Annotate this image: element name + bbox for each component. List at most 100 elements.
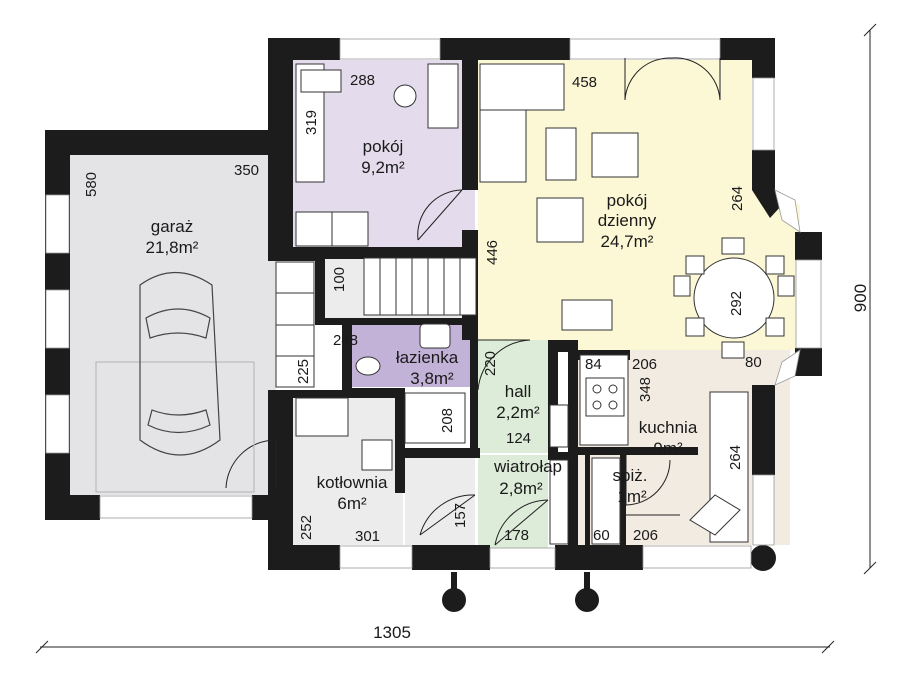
room-area: 2,8m² (499, 479, 543, 498)
room-name: garaż (151, 217, 194, 236)
wall (268, 390, 293, 570)
doors (225, 57, 721, 546)
car (95, 271, 255, 493)
wall (585, 452, 590, 547)
room-name: kuchnia (639, 418, 698, 437)
pantry-shelf (591, 457, 621, 545)
dimension-tick (821, 640, 835, 654)
dimension: 264 (727, 445, 744, 470)
room-name: kotłownia (317, 473, 388, 492)
dimension: 348 (637, 377, 654, 402)
wall (412, 545, 490, 570)
dimension: 178 (504, 527, 529, 544)
dimension: 264 (729, 186, 746, 211)
dimension: 124 (506, 430, 531, 447)
room-area: 6m² (337, 494, 367, 513)
dimension: 208 (439, 408, 456, 433)
wall (45, 130, 277, 155)
wall (795, 232, 822, 260)
room-area: 21,8m² (146, 238, 199, 257)
overall-height: 900 (851, 284, 870, 312)
dimension: 100 (331, 267, 348, 292)
wall (548, 452, 578, 460)
wall (578, 447, 698, 455)
burner (592, 384, 602, 394)
furniture (275, 63, 795, 545)
hall-floor (478, 340, 548, 453)
door (671, 57, 721, 101)
armchair (536, 197, 584, 243)
wall (315, 258, 325, 318)
dining-chair (673, 275, 691, 297)
wall (395, 388, 405, 493)
burner (608, 384, 618, 394)
garage-floor (70, 155, 276, 495)
dining-chair (765, 255, 785, 275)
column-post (451, 572, 457, 590)
corridor-floor (405, 455, 475, 545)
window (339, 545, 413, 569)
utility-sink (295, 397, 349, 437)
dining-chair (721, 341, 745, 359)
parking-area (95, 361, 255, 493)
room-area: 9,2m² (361, 158, 405, 177)
sofa (479, 63, 565, 111)
wall (462, 60, 478, 190)
window (569, 38, 721, 60)
sofa (479, 109, 527, 183)
dining-table (693, 257, 775, 339)
wall (620, 452, 626, 547)
room-name: dzienny (598, 211, 657, 230)
room-name: pokój (607, 191, 648, 210)
column (575, 588, 599, 612)
wall (268, 38, 293, 253)
window (99, 495, 253, 519)
dimension: 248 (333, 332, 358, 349)
dimension-tick (35, 640, 49, 654)
dimension: 292 (728, 291, 745, 316)
wall (342, 318, 352, 388)
car-rear-window (147, 409, 211, 434)
window (45, 394, 70, 454)
dimension: 446 (484, 240, 501, 265)
dining-chair (777, 275, 795, 297)
dimension: 252 (298, 515, 315, 540)
dimension: 157 (452, 503, 469, 528)
room-area: 3,8m² (410, 369, 454, 388)
dimension: 580 (83, 172, 100, 197)
wall (268, 38, 340, 60)
wall (752, 150, 775, 190)
wall (315, 318, 478, 325)
room-name: łazienka (396, 348, 459, 367)
wall (342, 388, 397, 398)
dimension-tick (863, 561, 877, 575)
window (774, 349, 801, 386)
overall-width: 1305 (373, 623, 411, 642)
overall-dimensions (35, 23, 877, 654)
wall (268, 545, 340, 570)
dimension: 458 (572, 74, 597, 91)
coffee-table (545, 127, 577, 181)
shoe-cabinet (549, 459, 569, 545)
dining-chair (685, 255, 705, 275)
dimension: 80 (745, 354, 762, 371)
wall (470, 340, 478, 450)
dimension: 206 (632, 356, 657, 373)
dimension: 206 (633, 527, 658, 544)
stairs (363, 257, 477, 316)
sink (419, 323, 451, 349)
car-windshield (145, 308, 211, 339)
wall (292, 390, 352, 398)
burner (592, 400, 602, 410)
door (625, 455, 671, 506)
bathroom-floor (350, 322, 472, 387)
wall (555, 545, 643, 570)
room-labels: garaż 21,8m² pokój 9,2m² pokój dzienny 2… (146, 137, 698, 513)
room-area: 2,2m² (496, 403, 540, 422)
dimension-tick (863, 23, 877, 37)
window (752, 77, 775, 151)
burner (608, 400, 618, 410)
window (45, 289, 70, 349)
wall (440, 38, 570, 60)
door (225, 439, 277, 489)
